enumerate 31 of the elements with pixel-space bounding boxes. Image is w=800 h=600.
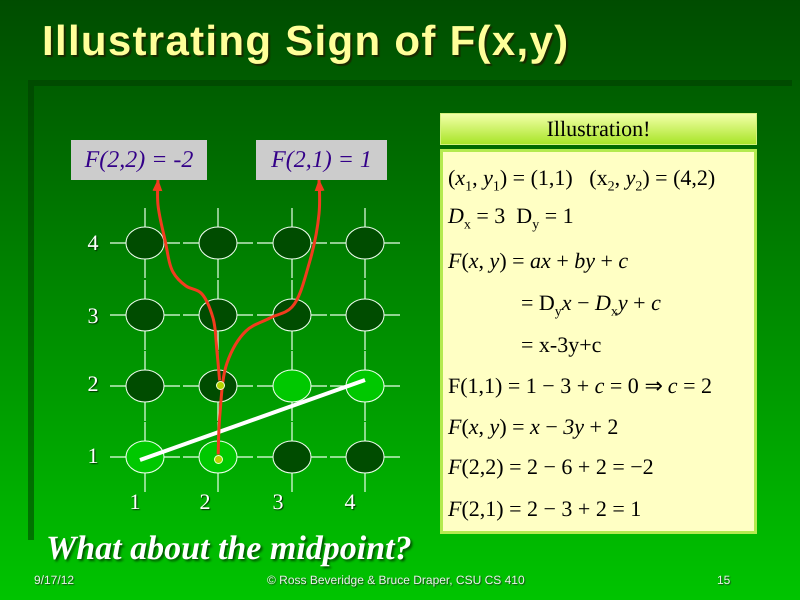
axis-label: 4 <box>344 489 356 515</box>
equation: D$_{x}$ = 3 D$_{y}$ = 1 <box>448 202 574 230</box>
footer-credit: © Ross Beveridge & Bruce Draper, CSU CS 410 <box>267 573 525 587</box>
equation-panel <box>440 149 757 534</box>
equation: F(x, y) = x − 3y + 2 <box>448 413 618 441</box>
equation: = x-3y+c <box>521 331 602 359</box>
curved-arrow <box>216 179 325 455</box>
value-tag <box>71 140 207 180</box>
axis-label: 3 <box>272 489 284 515</box>
axis-label: 1 <box>88 443 98 469</box>
axis-label: 2 <box>88 371 98 397</box>
header-bar <box>440 113 757 145</box>
equation: = D$_{y}$x − D$_{x}$y + c <box>521 289 661 317</box>
axis-label: 4 <box>88 230 98 256</box>
value-tag <box>256 140 387 180</box>
panel-heading: Illustration! <box>546 116 650 142</box>
curved-arrow <box>152 179 222 381</box>
axis-label: 1 <box>130 489 140 515</box>
question-text: What about the midpoint? <box>46 529 412 569</box>
function-value: F(2,1) = 1 <box>271 146 372 174</box>
footer-date: 9/17/12 <box>34 573 74 587</box>
equation: (x$_{1}$, y$_{1}$) = (1,1) (x$_{2}$, y$_{2}$) = (4,2) <box>448 164 716 192</box>
axis-label: 2 <box>200 489 210 515</box>
equation: F(2,2) = 2 − 6 + 2 = −2 <box>448 453 654 481</box>
function-value: F(2,2) = -2 <box>84 146 194 174</box>
equation: F(x, y) = ax + by + c <box>448 247 628 275</box>
axis-label: 3 <box>88 303 98 329</box>
page-number: 15 <box>717 573 730 587</box>
equation: F(2,1) = 2 − 3 + 2 = 1 <box>448 495 642 523</box>
slide-title: Illustrating Sign of F(x,y) <box>42 17 570 65</box>
equation: F(1,1) = 1 − 3 + c = 0 ⇒ c = 2 <box>448 372 712 400</box>
